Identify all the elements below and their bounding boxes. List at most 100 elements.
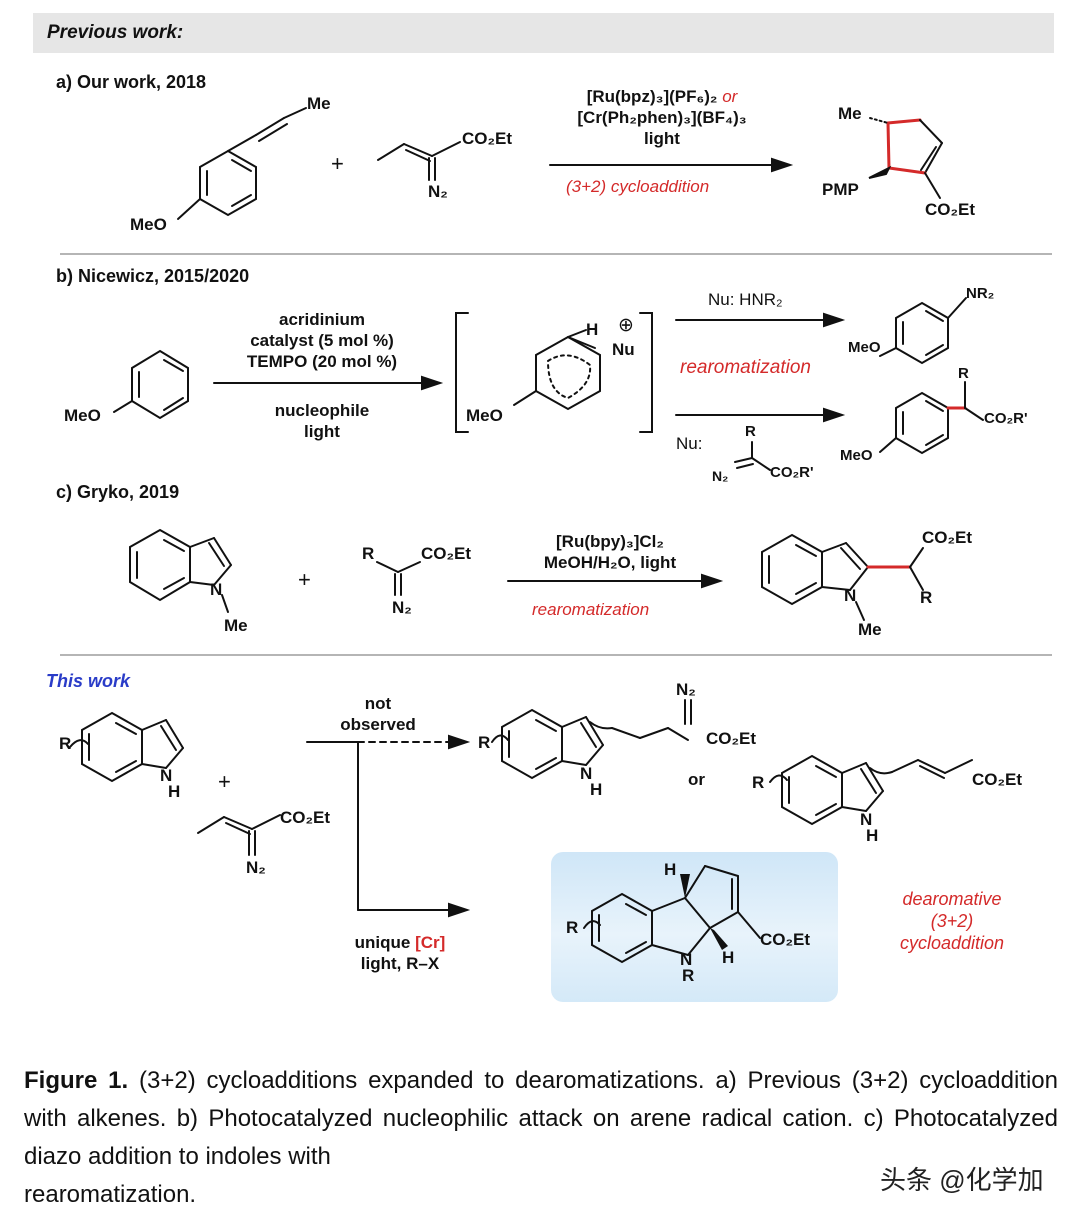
d-prod3-r: R <box>566 918 579 937</box>
d-prod2-r: R <box>752 773 765 792</box>
d-prod1-n: N <box>580 764 593 783</box>
b-bottom-product-ester: CO₂R' <box>984 410 1028 427</box>
b-cond-nucleophile: nucleophile <box>274 401 370 420</box>
c-rearomatization-label: rearomatization <box>532 600 650 619</box>
d-prod3-nr: R <box>682 966 695 985</box>
d-not-observed-2: observed <box>340 715 416 734</box>
b-bottom-nu-ester: CO₂R' <box>770 464 814 481</box>
c-indole-n: N <box>210 580 223 599</box>
b-bottom-product-meo: MeO <box>840 447 873 464</box>
d-prod2-ester: CO₂Et <box>972 770 1023 789</box>
a-cond-or: or <box>722 87 738 106</box>
section-b-label: b) Nicewicz, 2015/2020 <box>56 266 250 286</box>
b-int-h: H <box>586 320 599 339</box>
d-prod3-h-bottom: H <box>722 948 735 967</box>
b-int-meo: MeO <box>466 406 503 425</box>
c-diazo-r: R <box>362 544 375 563</box>
d-plus: + <box>218 769 231 794</box>
d-indole-n: N <box>160 766 173 785</box>
c-cond-ru: [Ru(bpy)₃]Cl₂ <box>556 532 664 551</box>
b-cond-light: light <box>304 422 340 441</box>
b-conditions-bottom: nucleophile light <box>214 400 430 442</box>
a-reactant-benzene <box>199 149 257 217</box>
d-not-observed-1: not <box>364 694 392 713</box>
a-reactant-meo: MeO <box>130 215 167 234</box>
b-bottom-nu-r: R <box>745 423 756 440</box>
d-prod3-h-top: H <box>664 860 677 879</box>
b-bottom-nu-n2: N₂ <box>712 468 729 484</box>
divider-c-d <box>60 654 1052 656</box>
d-red-2: (3+2) <box>930 911 974 931</box>
c-product-r: R <box>920 588 933 607</box>
a-product-me: Me <box>838 104 862 123</box>
a-diazo-n2: N₂ <box>428 182 448 201</box>
d-or: or <box>688 770 705 789</box>
b-rearomatization-label: rearomatization <box>680 357 811 378</box>
c-cond-solvent: MeOH/H₂O, light <box>543 553 677 572</box>
divider-a-b <box>60 253 1052 255</box>
b-anisole-ring <box>131 349 189 420</box>
c-product-ester: CO₂Et <box>922 528 973 547</box>
b-bottom-nu: Nu: <box>676 434 703 453</box>
d-prod1-r: R <box>478 733 491 752</box>
d-red-3: cycloaddition <box>899 933 1005 953</box>
b-conditions-top: acridinium catalyst (5 mol %) TEMPO (20 … <box>214 309 430 372</box>
a-reactant-me: Me <box>307 94 331 113</box>
d-prod3-ester: CO₂Et <box>760 930 811 949</box>
b-cond-tempo: TEMPO (20 mol %) <box>246 352 398 371</box>
d-not-observed: not observed <box>318 693 438 735</box>
watermark: 头条 @化学加 <box>880 1165 1044 1195</box>
d-diene-n2: N₂ <box>246 858 266 877</box>
d-indole-h: H <box>168 782 181 801</box>
b-cond-catalyst: catalyst (5 mol %) <box>250 331 394 350</box>
b-int-plus: ⊕ <box>618 315 634 336</box>
c-product-me: Me <box>858 620 882 639</box>
b-top-product-nr2: NR₂ <box>966 285 995 302</box>
d-cond-unique: unique <box>354 933 411 952</box>
d-cond-cr: [Cr] <box>415 933 446 952</box>
d-prod1-n2: N₂ <box>676 680 696 699</box>
previous-work-banner: Previous work: <box>33 13 1054 53</box>
d-prod1-ester: CO₂Et <box>706 729 757 748</box>
d-dearomative-label: dearomative (3+2) cycloaddition <box>880 888 1024 954</box>
a-plus: + <box>331 151 344 176</box>
b-cond-acridinium: acridinium <box>279 310 365 329</box>
a-cond-cr: [Cr(Ph₂phen)₃](BF₄)₃ <box>577 108 747 127</box>
d-indole-r: R <box>59 734 72 753</box>
d-prod2-h: H <box>866 826 879 845</box>
caption-last-line: rearomatization. <box>24 1181 197 1208</box>
c-diazo-n2: N₂ <box>392 598 412 617</box>
section-a-label: a) Our work, 2018 <box>56 72 207 92</box>
b-int-nu: Nu <box>612 340 635 359</box>
figure-caption: Figure 1. (3+2) cycloadditions expanded … <box>24 1062 1058 1214</box>
d-diene-ester: CO₂Et <box>280 808 331 827</box>
c-diazo-ester: CO₂Et <box>421 544 472 563</box>
caption-figure-number: Figure 1. <box>24 1067 129 1094</box>
c-product-n: N <box>844 586 857 605</box>
a-product-ester: CO₂Et <box>925 200 976 219</box>
b-top-product-meo: MeO <box>848 339 881 356</box>
d-red-1: dearomative <box>902 889 1002 909</box>
b-bottom-product-r: R <box>958 365 969 382</box>
b-top-arrow-label: Nu: HNR₂ <box>708 290 783 309</box>
c-conditions: [Ru(bpy)₃]Cl₂ MeOH/H₂O, light <box>508 531 712 573</box>
banner-title: Previous work: <box>47 22 184 43</box>
a-cycloaddition-label: (3+2) cycloaddition <box>566 177 710 196</box>
caption-text: (3+2) cycloadditions expanded to dearoma… <box>24 1067 1058 1170</box>
a-diazo-ester: CO₂Et <box>462 129 513 148</box>
a-conditions: [Ru(bpz)₃](PF₆)₂ or [Cr(Ph₂phen)₃](BF₄)₃… <box>552 86 772 149</box>
d-cond-light: light, R–X <box>360 954 440 973</box>
a-cond-ru: [Ru(bpz)₃](PF₆)₂ <box>586 87 718 106</box>
b-anisole-meo: MeO <box>64 406 101 425</box>
c-plus: + <box>298 567 311 592</box>
a-cond-light: light <box>644 129 680 148</box>
d-prod1-h: H <box>590 780 603 799</box>
d-conditions: unique [Cr] light, R–X <box>330 932 470 974</box>
d-prod2-n: N <box>860 810 873 829</box>
this-work-label: This work <box>46 671 131 691</box>
c-indole-me: Me <box>224 616 248 635</box>
d-prod3-n: N <box>680 950 693 969</box>
section-c-label: c) Gryko, 2019 <box>56 482 180 502</box>
